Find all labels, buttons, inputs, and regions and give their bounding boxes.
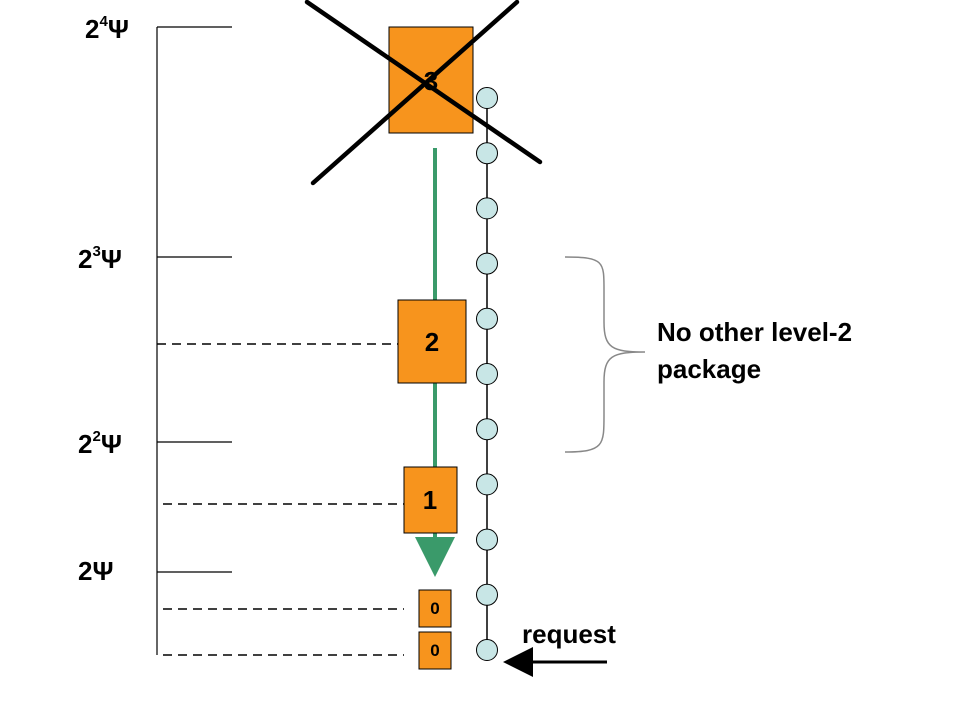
chain-node: [476, 252, 498, 275]
package-0-upper-label: 0: [430, 599, 439, 618]
chain-node: [476, 87, 498, 109]
package-1: 1: [403, 466, 458, 534]
chain-node: [476, 639, 498, 661]
chain-node: [476, 418, 498, 441]
node-chain: [476, 87, 498, 661]
package-0-lower: 0: [418, 631, 452, 670]
curly-brace: [564, 256, 646, 453]
package-0-upper: 0: [418, 589, 452, 628]
cross-out-mark: [304, 0, 543, 186]
chain-node: [476, 197, 498, 220]
node-list: [476, 87, 498, 661]
axis-label-2psi: 2Ψ: [78, 556, 114, 586]
chain-node: [476, 583, 498, 606]
package-2-label: 2: [425, 327, 439, 357]
chain-node: [476, 473, 498, 496]
dashed-sublevels: [157, 343, 404, 656]
request-label: request: [522, 619, 616, 649]
chain-node: [476, 528, 498, 551]
annotation-line-1: No other level-2: [657, 317, 852, 347]
axis-label-2-2psi: 22Ψ: [78, 428, 122, 459]
package-3: 3: [388, 26, 474, 134]
axis-label-2-3psi: 23Ψ: [78, 243, 122, 274]
annotation-line-2: package: [657, 354, 761, 384]
level-scale: [156, 26, 232, 655]
chain-node: [476, 307, 498, 330]
axis-label-2-4psi: 24Ψ: [85, 13, 129, 44]
package-1-label: 1: [423, 485, 437, 515]
package-2: 2: [397, 299, 467, 384]
chain-node: [476, 142, 498, 165]
package-0-lower-label: 0: [430, 641, 439, 660]
chain-node: [476, 363, 498, 385]
axis-labels: 24Ψ 23Ψ 22Ψ 2Ψ: [78, 13, 129, 586]
